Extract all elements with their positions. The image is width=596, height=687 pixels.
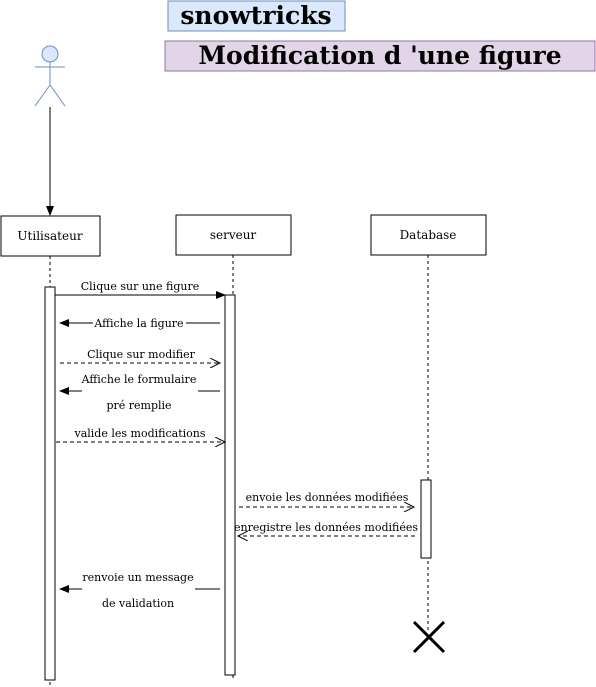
- message-renvoie-validation: renvoie un message de validation: [59, 571, 220, 610]
- message-label: renvoie un message: [82, 571, 193, 584]
- message-valide-modifications: valide les modifications: [56, 427, 225, 442]
- participant-label: serveur: [210, 228, 257, 242]
- diagram-title-text: Modification d 'une figure: [198, 41, 561, 70]
- message-label: Affiche le formulaire: [81, 373, 197, 386]
- message-label: Clique sur une figure: [81, 280, 199, 293]
- message-clique-modifier: Clique sur modifier: [60, 348, 220, 363]
- participant-database: Database: [370, 214, 487, 256]
- destroy-marker-icon: [412, 620, 446, 654]
- message-label: envoie les données modifiées: [246, 491, 409, 504]
- activation-utilisateur: [44, 286, 56, 681]
- app-title: snowtricks: [167, 0, 346, 32]
- participant-utilisateur: Utilisateur: [0, 215, 101, 257]
- message-label: de validation: [102, 597, 174, 610]
- actor-icon: [34, 45, 66, 107]
- message-affiche-formulaire: Affiche le formulaire pré remplie: [59, 373, 220, 412]
- message-label: enregistre les données modifiées: [234, 521, 418, 534]
- diagram-title: Modification d 'une figure: [164, 40, 596, 72]
- message-affiche-figure: Affiche la figure: [59, 317, 220, 330]
- activation-serveur: [224, 294, 236, 676]
- message-label: Clique sur modifier: [87, 348, 196, 361]
- message-label: valide les modifications: [74, 427, 206, 440]
- message-label: pré remplie: [106, 399, 171, 412]
- message-envoie-donnees: envoie les données modifiées: [239, 491, 414, 507]
- participant-serveur: serveur: [175, 214, 292, 256]
- participant-label: Database: [400, 228, 457, 242]
- message-label: Affiche la figure: [93, 317, 183, 330]
- participant-label: Utilisateur: [17, 229, 82, 243]
- activation-database: [420, 479, 432, 559]
- message-enregistre-donnees: enregistre les données modifiées: [234, 521, 418, 536]
- message-clique-figure: Clique sur une figure: [55, 280, 226, 299]
- app-title-text: snowtricks: [180, 1, 331, 30]
